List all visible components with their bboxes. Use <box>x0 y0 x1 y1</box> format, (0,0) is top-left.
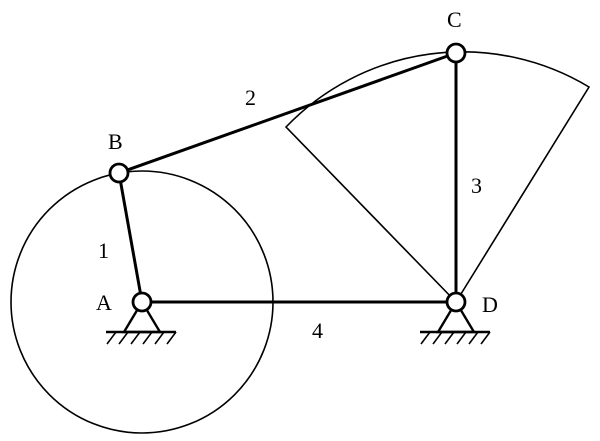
joint-a <box>131 291 153 313</box>
joint-d <box>445 291 467 313</box>
label-link-1: 1 <box>98 238 109 263</box>
joint-b <box>108 162 130 184</box>
ground-support-d <box>420 299 491 345</box>
label-link-2: 2 <box>245 85 256 110</box>
label-link-3: 3 <box>471 173 482 198</box>
rocker-swing-sector <box>284 51 591 304</box>
ground-support-a <box>106 299 177 345</box>
label-point-b: B <box>108 129 123 154</box>
link-1-crank <box>117 172 144 303</box>
label-point-c: C <box>447 7 462 32</box>
label-point-a: A <box>96 290 112 315</box>
label-link-4: 4 <box>312 318 323 343</box>
label-point-d: D <box>482 292 498 317</box>
link-2-coupler <box>118 51 457 175</box>
joint-c <box>445 42 467 64</box>
